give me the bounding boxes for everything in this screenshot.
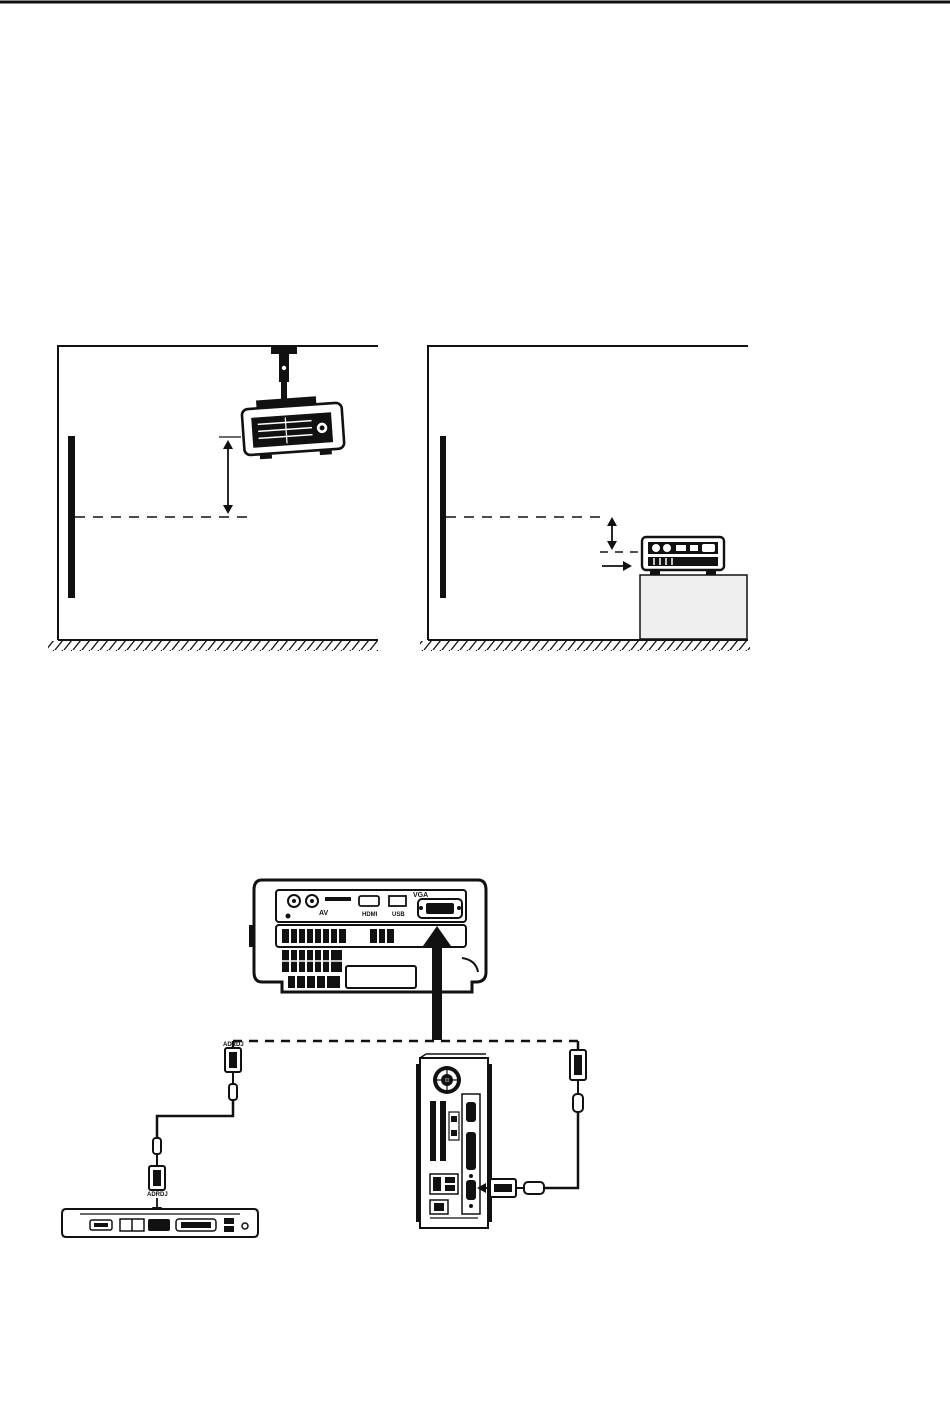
ceiling-mount-diagram xyxy=(48,346,378,651)
laptop-rear-panel xyxy=(62,1209,258,1237)
pc-expansion-slot-1 xyxy=(430,1101,436,1161)
table-mount-diagram xyxy=(420,346,750,651)
vga-port-label: VGA xyxy=(413,892,428,899)
hdmi-port-label: HDMI xyxy=(362,912,378,918)
projection-screen-right xyxy=(440,436,446,598)
ceiling-bracket xyxy=(271,346,297,402)
laptop-vga-port xyxy=(148,1219,170,1231)
ferrite-bead-lower xyxy=(153,1138,161,1154)
ferrite-bead-upper xyxy=(229,1084,237,1100)
laptop-power-jack xyxy=(242,1223,248,1229)
projection-screen xyxy=(68,436,75,598)
sd-card-slot xyxy=(325,897,351,901)
room-outline xyxy=(58,346,378,640)
laptop-vga-cable: ADRDJ ADRDJ xyxy=(147,1042,244,1214)
hdmi-port xyxy=(359,896,379,906)
laptop-usb-ports xyxy=(224,1218,234,1224)
ferrite-bead-right xyxy=(573,1094,583,1112)
desktop-pc-tower xyxy=(416,1054,492,1228)
ferrite-bead-horizontal xyxy=(524,1182,544,1194)
floor-hatch-right xyxy=(420,641,750,651)
projector-rear-panel: AV HDMI USB VGA xyxy=(249,880,486,992)
io-port-panel: AV HDMI USB VGA xyxy=(276,890,466,922)
pc-vga-port xyxy=(466,1180,476,1200)
floor-hatch xyxy=(48,641,378,651)
vga-plug-lower-label: ADRDJ xyxy=(147,1192,168,1198)
vga-plug-upper-label: ADRDJ xyxy=(223,1042,244,1048)
usb-port xyxy=(389,896,406,906)
usb-port-label: USB xyxy=(392,912,405,918)
desktop-vga-cable xyxy=(479,1050,586,1197)
pc-expansion-slot-2 xyxy=(440,1101,446,1161)
table-stand xyxy=(640,575,747,639)
projector-table-rear xyxy=(642,537,724,575)
av-port-label: AV xyxy=(319,910,329,917)
projector-ceiling-inverted xyxy=(241,395,345,461)
pc-fan-grille xyxy=(433,1066,461,1094)
